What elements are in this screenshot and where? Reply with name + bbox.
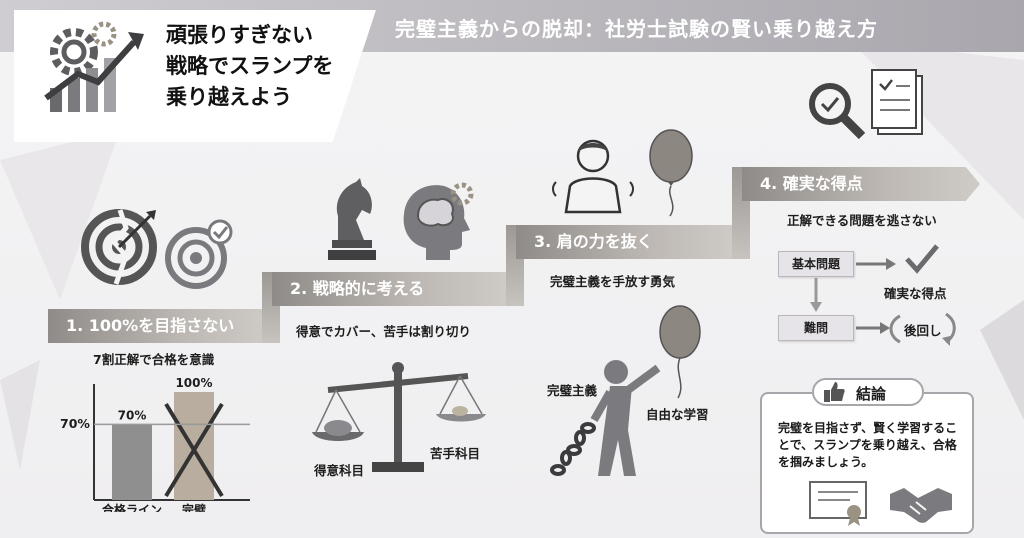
chess-knight-icon: [328, 178, 376, 260]
search-document-icon: [809, 69, 923, 140]
cross-line: [164, 402, 224, 498]
chain-label: 完璧主義: [547, 383, 598, 398]
brain-gear-icon: [403, 182, 474, 260]
breaking-free-figure: [550, 305, 701, 476]
thumbs-up-icon: [824, 382, 845, 402]
main-title: 頑張りすぎない 戦略でスランプを 乗り越えよう: [166, 23, 334, 109]
header-title: 完璧主義からの脱却：社労士試験の賢い乗り越え方: [395, 17, 878, 41]
step-3-label: 3. 肩の力を抜く: [534, 232, 653, 251]
step-1-bar: 1. 100%を目指さない: [48, 309, 273, 343]
step-1-caption: 7割正解で合格を意識: [93, 352, 215, 367]
bar-2: [174, 392, 214, 500]
step-4-label: 4. 確実な得点: [760, 174, 863, 193]
handshake-icon: [890, 488, 952, 523]
step-4-caption: 正解できる問題を逃さない: [787, 213, 937, 228]
conclusion-title: 結論: [856, 385, 887, 403]
step-3-bar: 3. 肩の力を抜く: [516, 225, 738, 259]
step-2-caption: 得意でカバー、苦手は割り切り: [296, 324, 471, 339]
balloon-icon: [649, 129, 693, 217]
step-4-bar: 4. 確実な得点: [742, 167, 980, 201]
postpone-label: 後回し: [904, 323, 942, 338]
broken-target-icon: [81, 209, 157, 285]
certificate-icon: [809, 481, 867, 526]
balloon-label: 自由な学習: [646, 407, 709, 422]
sure-score-label: 確実な得点: [884, 286, 947, 301]
step-1-label: 1. 100%を目指さない: [66, 316, 235, 335]
conclusion-text: 完璧を目指さず、賢く学習することで、スランプを乗り越え、合格を掴みましょう。: [778, 421, 958, 469]
check-icon: [905, 244, 939, 274]
hard-problem-box: 難問: [778, 315, 854, 341]
scale-right-label: 苦手科目: [430, 446, 481, 461]
flow-arrows: [810, 258, 956, 346]
basic-problem-box: 基本問題: [778, 251, 854, 277]
step-3-caption: 完璧主義を手放す勇気: [550, 274, 676, 289]
growth-gear-icon: [44, 21, 144, 112]
bar-value-label: 70%: [118, 408, 147, 422]
bar-1: [112, 424, 152, 500]
reference-line-label: 70%: [60, 416, 90, 432]
conclusion-header: [812, 378, 924, 406]
target-check-icon: [165, 219, 233, 289]
relaxed-person-icon: [552, 139, 634, 214]
bar-value-label: 100%: [175, 376, 212, 390]
step-2-label: 2. 戦略的に考える: [290, 279, 425, 298]
scale-left-label: 得意科目: [314, 463, 365, 478]
category-label: 合格ライン: [102, 502, 162, 512]
category-label: 完璧: [182, 502, 206, 512]
balance-scale-icon: [312, 362, 486, 472]
step-2-bar: 2. 戦略的に考える: [272, 272, 512, 306]
pass-line-chart: 70% 合格ライン 100% 完璧: [93, 376, 250, 512]
